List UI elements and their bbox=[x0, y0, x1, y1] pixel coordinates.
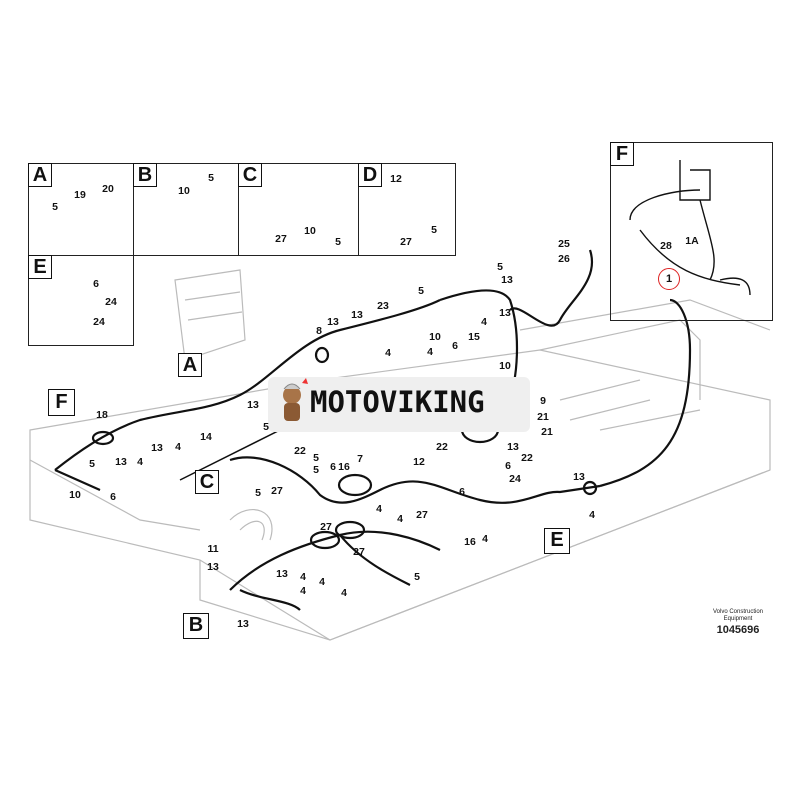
callout: 10 bbox=[304, 225, 316, 237]
callout: 27 bbox=[400, 236, 412, 248]
callout: 24 bbox=[105, 296, 117, 308]
inset-c: C bbox=[238, 163, 359, 256]
callout: 10 bbox=[178, 185, 190, 197]
viking-mascot-icon bbox=[283, 378, 308, 421]
watermark-text: MOTOVIKING bbox=[310, 385, 485, 419]
drawing-footer: Volvo Construction Equipment 1045696 bbox=[700, 609, 776, 637]
inset-e-tag: E bbox=[28, 255, 52, 279]
detail-tag-b: B bbox=[183, 613, 209, 639]
callout: 5 bbox=[208, 172, 214, 184]
publisher-line1: Volvo Construction bbox=[712, 609, 764, 615]
inset-a: A bbox=[28, 163, 134, 256]
inset-f: F bbox=[610, 142, 773, 321]
drawing-id: 1045696 bbox=[716, 624, 760, 636]
callout: 20 bbox=[102, 183, 114, 195]
callout: 28 bbox=[660, 240, 672, 252]
inset-d: D bbox=[358, 163, 456, 256]
inset-b-tag: B bbox=[133, 163, 157, 187]
callout: 1A bbox=[685, 235, 699, 247]
inset-c-tag: C bbox=[238, 163, 262, 187]
watermark: MOTOVIKING bbox=[268, 377, 530, 432]
publisher-line2: Equipment bbox=[723, 616, 753, 622]
detail-tag-e: E bbox=[544, 528, 570, 554]
callout: 24 bbox=[93, 316, 105, 328]
callout: 27 bbox=[275, 233, 287, 245]
callout: 5 bbox=[52, 201, 58, 213]
callout: 5 bbox=[335, 236, 341, 248]
inset-a-tag: A bbox=[28, 163, 52, 187]
highlighted-callout: 1 bbox=[658, 268, 680, 290]
inset-d-tag: D bbox=[358, 163, 382, 187]
inset-e: E bbox=[28, 255, 134, 346]
detail-tag-f: F bbox=[48, 389, 75, 416]
callout: 5 bbox=[431, 224, 437, 236]
callout: 6 bbox=[93, 278, 99, 290]
callout: 19 bbox=[74, 189, 86, 201]
inset-b: B bbox=[133, 163, 239, 256]
chassis-frame bbox=[29, 269, 771, 641]
detail-tag-c: C bbox=[195, 470, 219, 494]
detail-tag-a: A bbox=[178, 353, 202, 377]
callout: 12 bbox=[390, 173, 402, 185]
inset-f-tag: F bbox=[610, 142, 634, 166]
